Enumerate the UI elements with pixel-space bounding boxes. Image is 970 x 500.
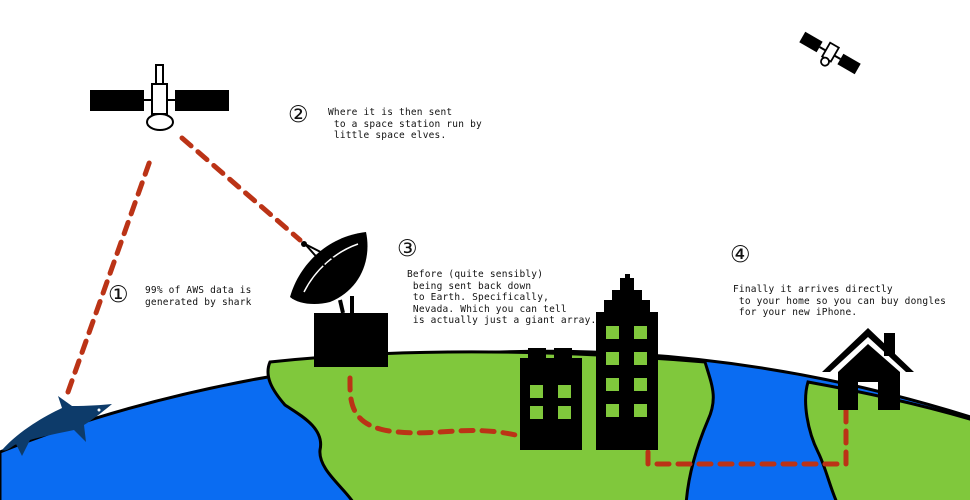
satellite-icon	[90, 64, 229, 131]
route-shark-to-satellite	[65, 152, 155, 395]
step-3-number: ③	[397, 236, 418, 262]
step-1-caption: 99% of AWS data is generated by shark	[145, 285, 252, 308]
skyscraper-icon	[596, 274, 658, 450]
satellite-dish-icon	[290, 232, 388, 367]
step-4-number: ④	[730, 242, 751, 268]
route-satellite-to-dish	[179, 135, 303, 243]
house-icon	[822, 328, 914, 410]
route-array-to-home	[645, 407, 849, 467]
shark-icon	[2, 396, 112, 456]
step-4-caption: Finally it arrives directly to your home…	[733, 284, 947, 318]
small-satellite-icon	[799, 31, 861, 75]
earth	[0, 349, 970, 500]
step-3-caption: Before (quite sensibly) being sent back …	[407, 269, 597, 326]
step-2-caption: Where it is then sent to a space station…	[328, 107, 482, 141]
step-2-number: ②	[288, 102, 309, 128]
route-dish-to-array	[347, 375, 523, 439]
step-1-number: ①	[108, 282, 129, 308]
data-route	[65, 135, 849, 467]
building-icon	[520, 348, 582, 450]
